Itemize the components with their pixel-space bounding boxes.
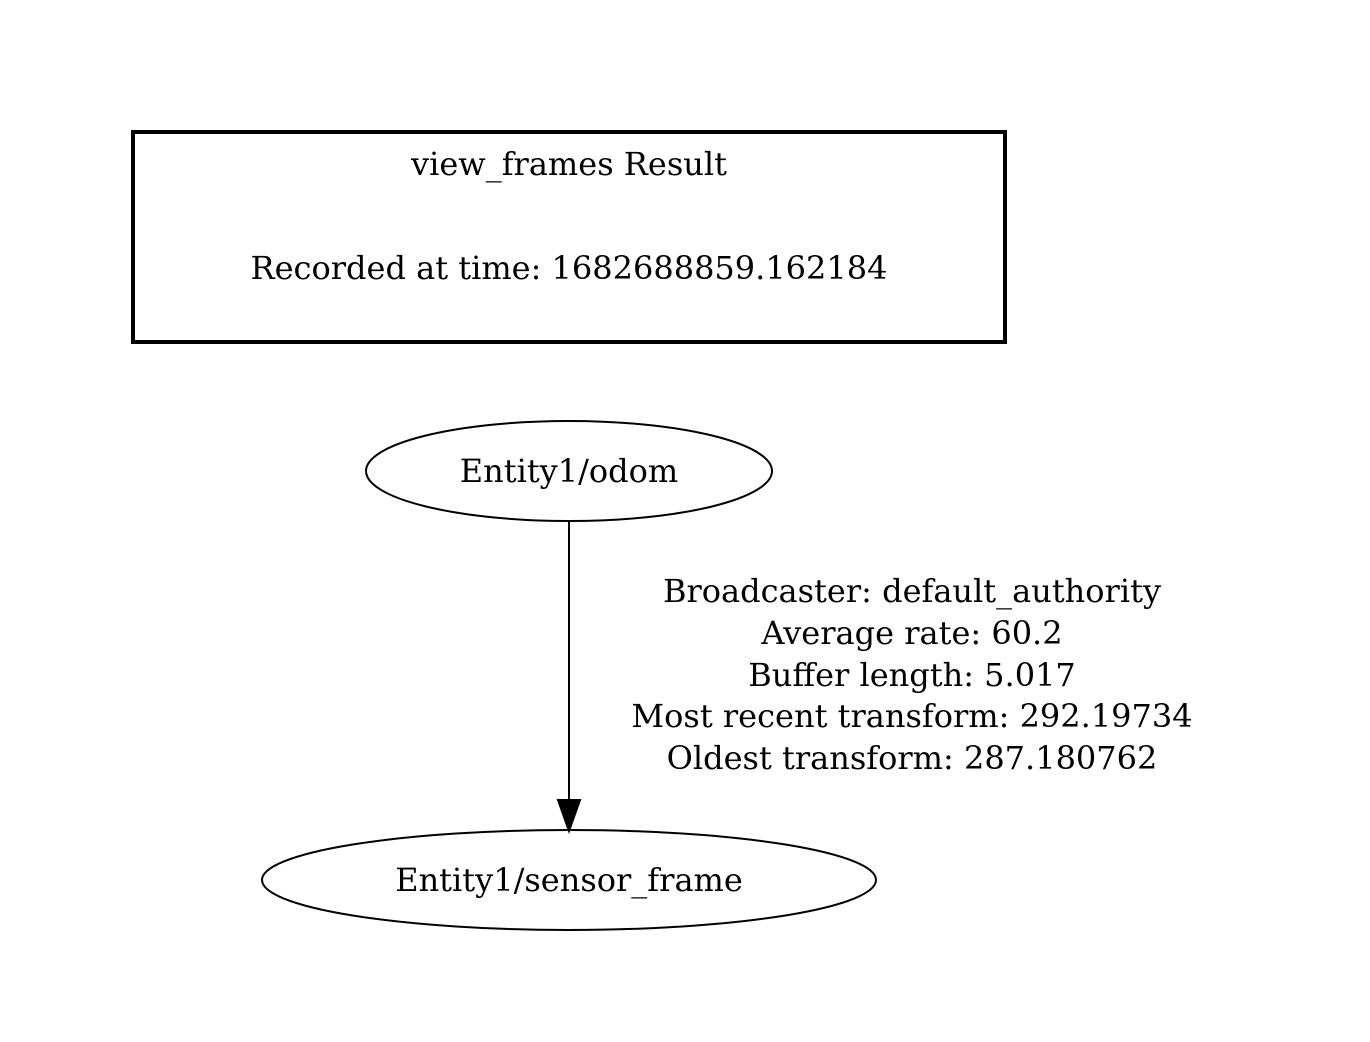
edge-label-oldest-transform: Oldest transform: 287.180762 (667, 739, 1158, 777)
node-entity1-odom[interactable]: Entity1/odom (365, 420, 773, 522)
edge-label-broadcaster: Broadcaster: default_authority (663, 572, 1161, 610)
info-box-recorded-time: Recorded at time: 1682688859.162184 (251, 249, 888, 287)
info-box: view_frames Result Recorded at time: 168… (131, 130, 1007, 344)
node-entity1-sensor-frame[interactable]: Entity1/sensor_frame (261, 829, 877, 931)
info-box-title: view_frames Result (410, 145, 727, 183)
edge-label: Broadcaster: default_authority Average r… (631, 572, 1192, 777)
node-entity1-sensor-frame-shape (261, 829, 877, 931)
node-entity1-sensor-frame-label: Entity1/sensor_frame (395, 861, 743, 899)
edge-label-buffer-length: Buffer length: 5.017 (748, 656, 1076, 694)
node-entity1-odom-label: Entity1/odom (460, 452, 679, 490)
edge-arrowhead (556, 799, 582, 834)
info-box-border (131, 130, 1007, 344)
edge-odom-to-sensor-frame (556, 521, 582, 834)
edge-label-most-recent-transform: Most recent transform: 292.19734 (631, 697, 1192, 735)
edge-label-average-rate: Average rate: 60.2 (760, 614, 1062, 652)
